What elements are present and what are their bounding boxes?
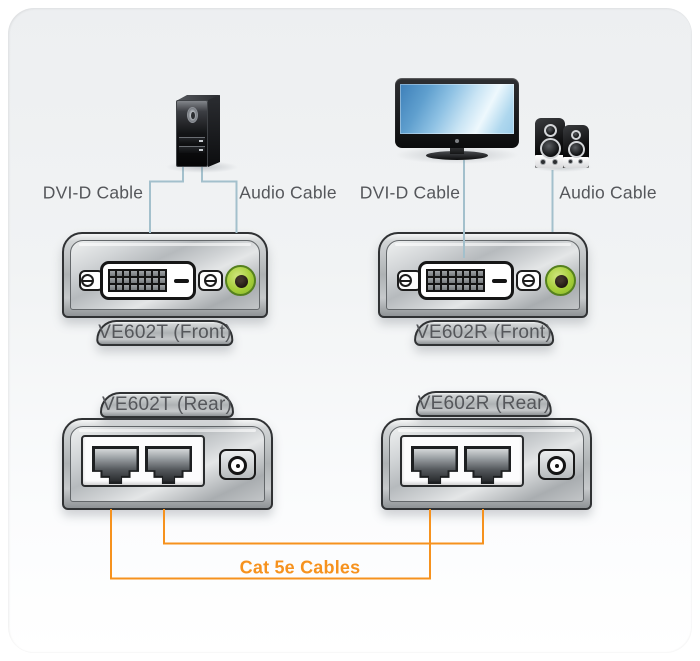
ve602r-rear-face bbox=[389, 426, 584, 502]
dvi-d-connector bbox=[418, 261, 514, 300]
rj45-port-2 bbox=[145, 446, 192, 484]
woofer bbox=[540, 138, 561, 159]
speakers-icon bbox=[532, 112, 592, 172]
rj45-port-1 bbox=[92, 446, 139, 484]
woofer bbox=[567, 141, 585, 158]
dvi-pin-grid bbox=[426, 269, 485, 292]
rj45-port-1 bbox=[411, 446, 458, 484]
ve602r-front-face bbox=[386, 240, 580, 310]
dvi-screw-right bbox=[522, 274, 535, 287]
tower-drive-bay bbox=[179, 146, 205, 153]
ve602r-rear-label: VE602R (Rear) bbox=[415, 391, 553, 417]
monitor-stand bbox=[450, 146, 464, 154]
dvi-blade-slot bbox=[174, 278, 189, 283]
ve602t-front-label: VE602T (Front) bbox=[96, 320, 234, 346]
tower-front-face bbox=[176, 100, 208, 167]
rj45-port-panel bbox=[81, 435, 205, 487]
dvi-pin-grid bbox=[108, 269, 167, 292]
speaker-left bbox=[535, 118, 565, 168]
tower-power-oval bbox=[187, 107, 198, 123]
monitor-base bbox=[426, 151, 488, 160]
ve602t-rear-face bbox=[70, 426, 265, 502]
ve602r-front-label: VE602R (Front) bbox=[414, 320, 554, 346]
tweeter bbox=[571, 130, 581, 140]
audio-jack bbox=[545, 265, 576, 296]
tower-side-face bbox=[208, 95, 220, 167]
tweeter bbox=[544, 124, 557, 137]
cat5e-cables-label: Cat 5e Cables bbox=[239, 557, 361, 578]
tx-dvi-cable-label: DVI-D Cable bbox=[42, 182, 144, 203]
ve602t-front-panel bbox=[62, 232, 268, 318]
ve602t-rear-label: VE602T (Rear) bbox=[99, 392, 235, 418]
dc-power-jack bbox=[219, 449, 256, 480]
ve602r-front-panel bbox=[378, 232, 588, 318]
rx-dvi-cable-label: DVI-D Cable bbox=[359, 182, 461, 203]
monitor-bezel bbox=[395, 78, 519, 148]
audio-jack bbox=[225, 265, 256, 296]
dvi-blade-slot bbox=[492, 278, 507, 283]
dc-power-jack bbox=[538, 449, 575, 480]
dvi-screw-right bbox=[204, 274, 217, 287]
monitor-icon bbox=[395, 78, 519, 164]
rj45-port-panel bbox=[400, 435, 524, 487]
rx-audio-cable-label: Audio Cable bbox=[559, 182, 657, 203]
tower-top-face bbox=[176, 95, 220, 101]
tower-drive-bay bbox=[179, 137, 205, 144]
ve602t-front-face bbox=[70, 240, 260, 310]
tx-audio-cable-label: Audio Cable bbox=[239, 182, 337, 203]
ve602r-rear-panel bbox=[381, 418, 592, 510]
computer-tower-icon bbox=[166, 93, 238, 173]
dvi-d-connector bbox=[100, 261, 196, 300]
monitor-logo-dot bbox=[455, 139, 459, 143]
monitor-screen bbox=[400, 84, 514, 134]
speaker-right bbox=[563, 125, 589, 168]
ve602t-rear-panel bbox=[62, 418, 273, 510]
rj45-port-2 bbox=[464, 446, 511, 484]
dvi-screw-left bbox=[399, 274, 412, 287]
dvi-screw-left bbox=[81, 274, 94, 287]
